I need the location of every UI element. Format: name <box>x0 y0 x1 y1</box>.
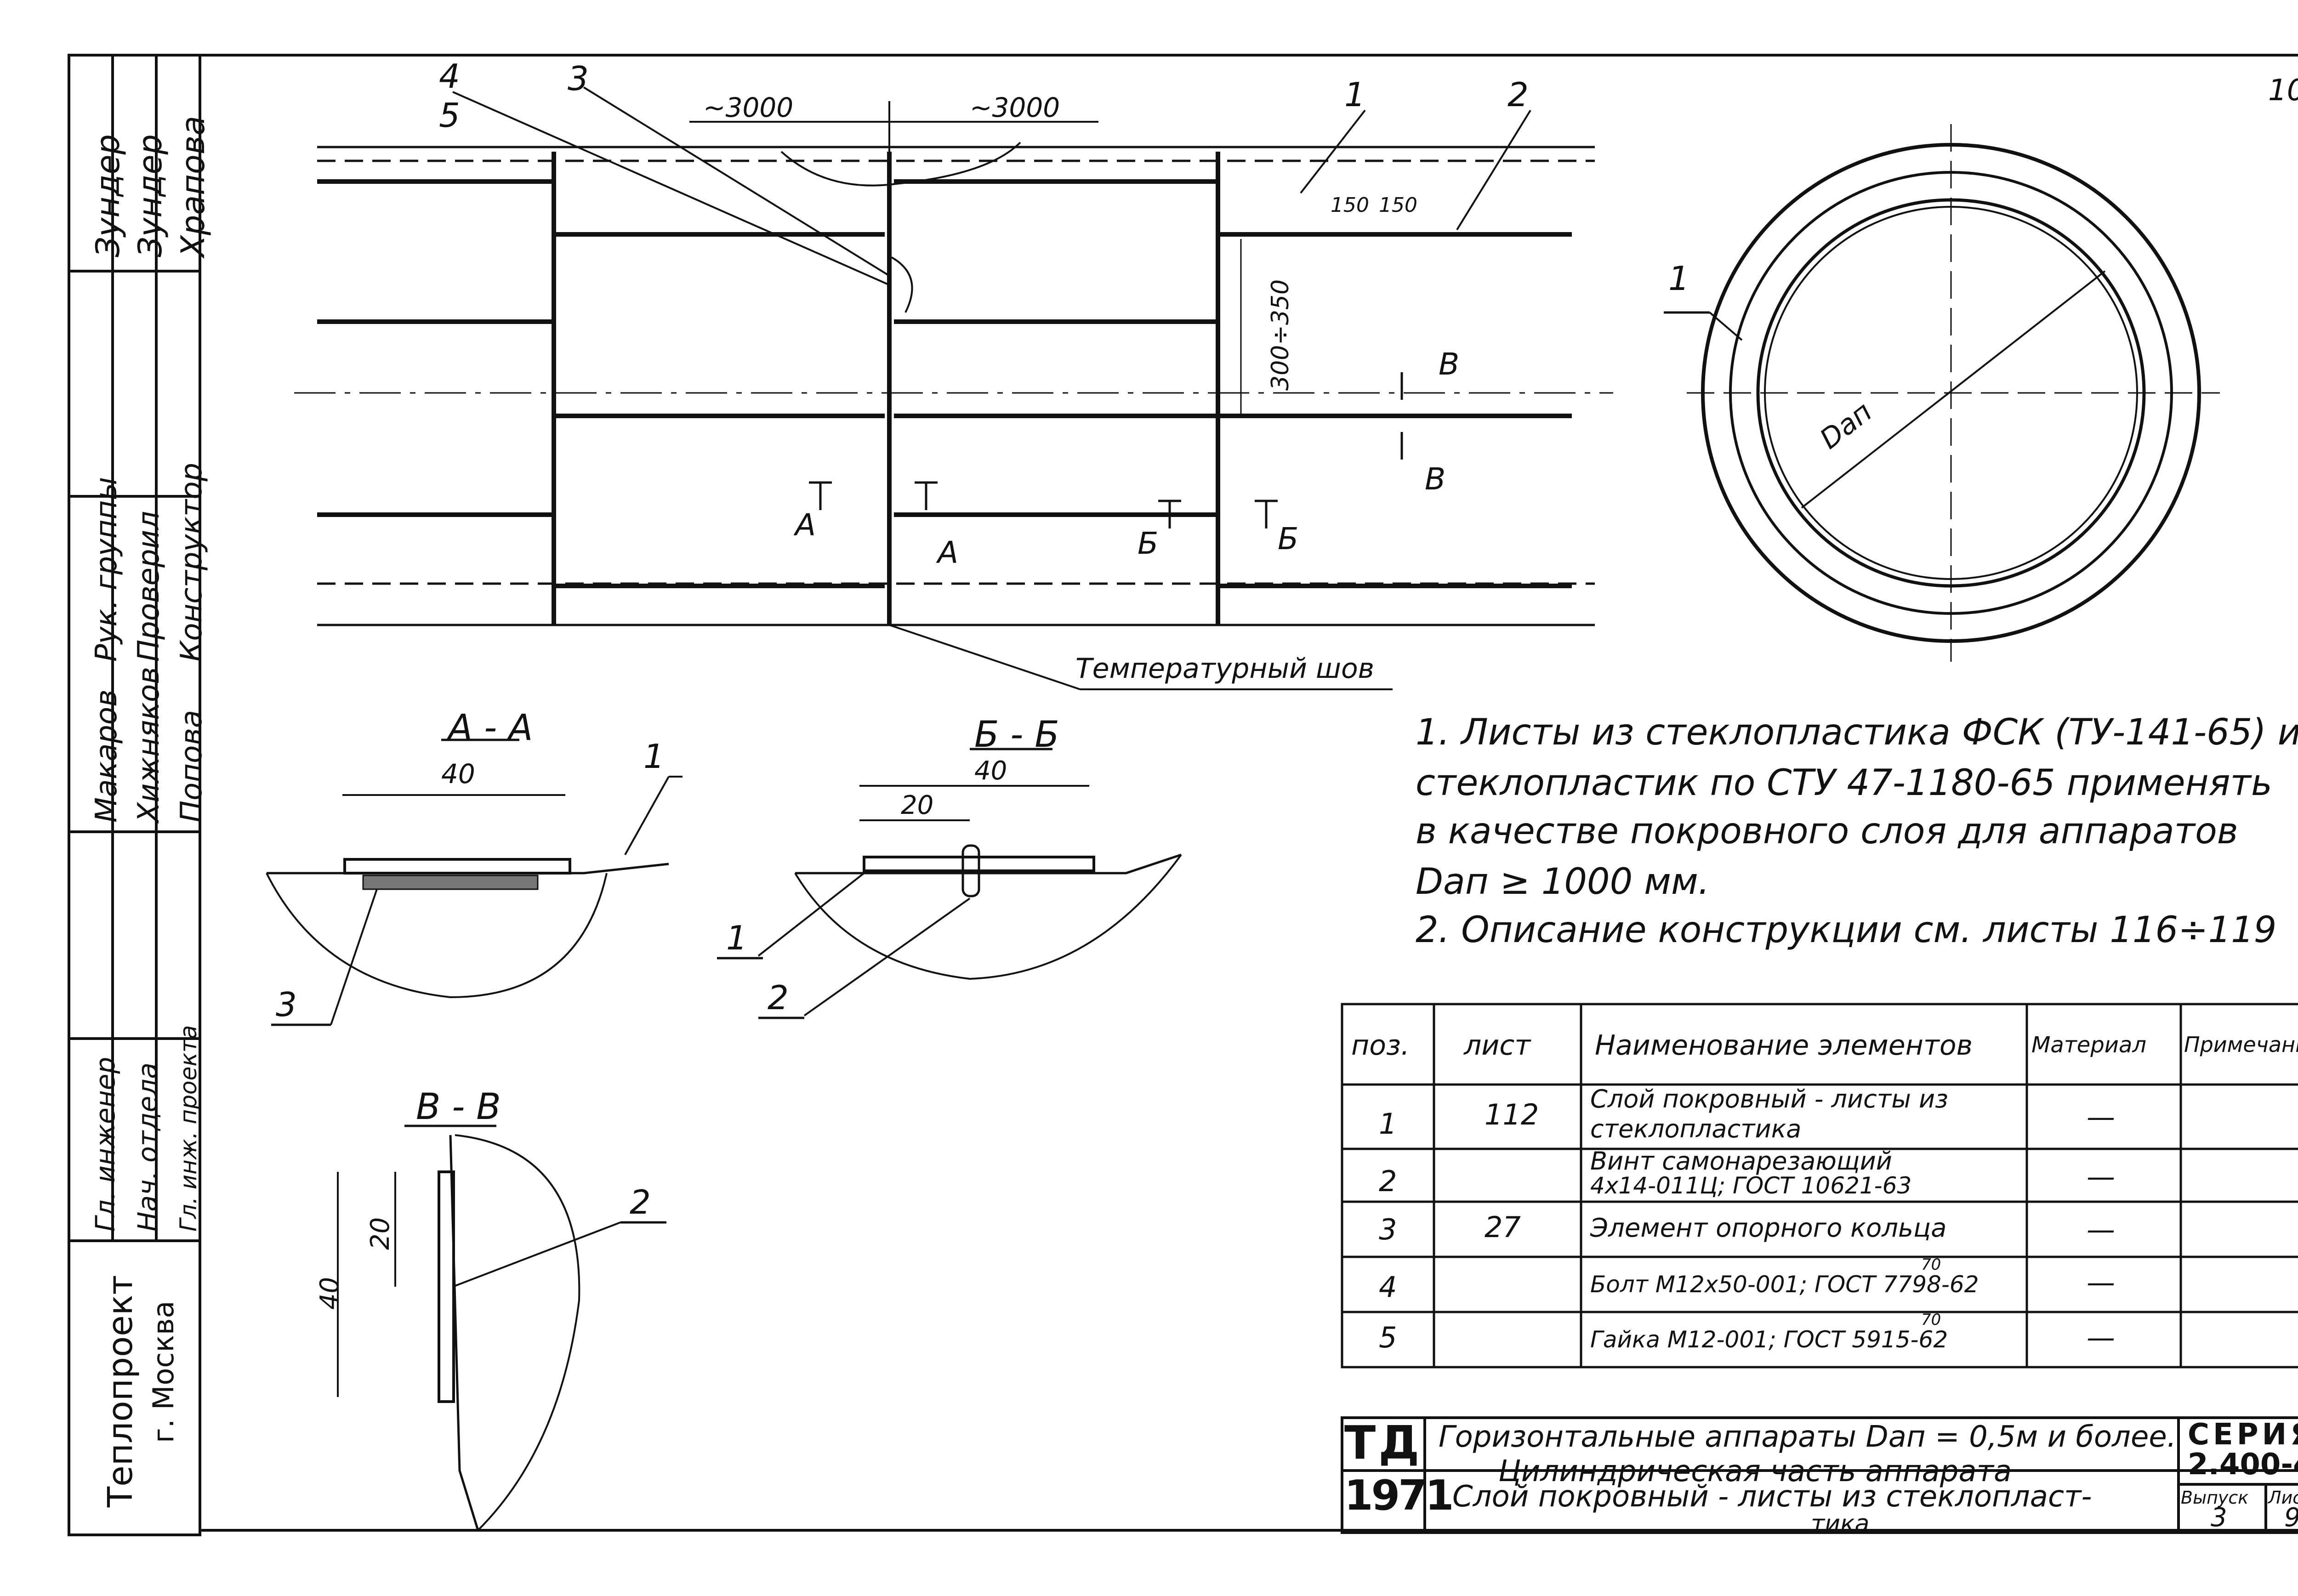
row1-name-a: Слой покровный - листы из <box>1590 1085 1948 1113</box>
series-number: 2.400-4 <box>2188 1448 2298 1482</box>
temperature-seam-label: Температурный шов <box>1075 653 1375 685</box>
dim-pitch-a: 150 <box>1331 193 1369 217</box>
issue-number: 3 <box>2211 1503 2227 1533</box>
section-bb-callout-1: 1 <box>726 919 747 957</box>
dim-left: ~3000 <box>703 92 794 123</box>
stamp-role-designer: Конструктор <box>175 462 209 662</box>
row3-material: — <box>2087 1213 2115 1246</box>
note-line-2: стеклопластик по СТУ 47-1180-65 применят… <box>1416 762 2272 804</box>
sheet-label: Лист <box>2268 1488 2298 1508</box>
dim-vertical: 300÷350 <box>1267 279 1294 391</box>
row5-pos: 5 <box>1379 1321 1397 1354</box>
section-aa-callout-1: 1 <box>643 737 665 776</box>
section-bb-callout-2: 2 <box>768 978 789 1017</box>
callout-1-top: 1 <box>1344 75 1365 114</box>
series-label: СЕРИЯ <box>2188 1418 2298 1452</box>
th-sheet: лист <box>1464 1029 1531 1062</box>
stamp-name-3: Попова <box>175 710 209 823</box>
stamp-name-1: Макаров <box>90 689 124 823</box>
note-line-1: 1. Листы из стеклопластика ФСК (ТУ-141-6… <box>1416 712 2298 753</box>
callout-3-top: 3 <box>568 59 589 98</box>
logo-year: 1971 <box>1344 1471 1454 1520</box>
section-aa-callout-3: 3 <box>276 985 297 1024</box>
stamp-sign-3: Храпова <box>174 115 212 257</box>
note-line-3: в качестве покровного слоя для аппаратов <box>1416 811 2238 852</box>
row4-pos: 4 <box>1379 1270 1397 1304</box>
stamp-role-checked: Проверил <box>132 511 166 662</box>
stamp-role-2: Нач. отдела <box>132 1062 163 1232</box>
th-pos: поз. <box>1351 1029 1410 1062</box>
stamp-role-3: Гл. инж. проекта <box>175 1025 202 1232</box>
org-name: Теплопроект <box>101 1275 140 1507</box>
row2-name-b: 4х14-011Ц; ГОСТ 10621-63 <box>1590 1172 1912 1199</box>
section-aa-dim: 40 <box>441 758 475 789</box>
row1-name-b: стеклопластика <box>1590 1114 1802 1143</box>
section-aa <box>266 738 683 1026</box>
dim-pitch-b: 150 <box>1379 193 1417 217</box>
row3-name: Элемент опорного кольца <box>1590 1213 1947 1243</box>
row2-material: — <box>2087 1160 2115 1193</box>
issue-label: Выпуск <box>2181 1488 2249 1508</box>
cut-a-left: А <box>795 507 816 543</box>
cut-a-right: А <box>938 535 959 570</box>
section-vv <box>337 1125 666 1531</box>
callout-4: 4 <box>439 57 460 96</box>
cut-b-left: Б <box>1138 526 1159 561</box>
section-bb-title: Б - Б <box>974 714 1059 755</box>
elevation-view <box>294 86 1613 690</box>
ring-section <box>1664 124 2220 662</box>
note-line-4: Dап ≥ 1000 мм. <box>1416 861 1710 903</box>
logo-td: ТД <box>1344 1416 1422 1470</box>
section-vv-callout-2: 2 <box>630 1183 651 1221</box>
section-bb-dim-outer: 40 <box>974 756 1007 786</box>
cut-v-bottom: В <box>1425 461 1446 497</box>
section-bb-dim-inner: 20 <box>901 790 934 820</box>
row2-name-a: Винт самонарезающий <box>1590 1147 1892 1176</box>
section-bb <box>717 748 1182 1019</box>
title-block <box>1341 1416 2298 1534</box>
row4-name: Болт М12х50-001; ГОСТ 7798-62 <box>1590 1271 1979 1298</box>
row1-pos: 1 <box>1379 1107 1397 1141</box>
th-name: Наименование элементов <box>1595 1029 1973 1062</box>
row3-sheet: 27 <box>1485 1210 1521 1244</box>
sheet-code: 104 <box>2268 74 2298 108</box>
row3-pos: 3 <box>1379 1213 1397 1246</box>
row1-sheet: 112 <box>1485 1098 1539 1131</box>
section-vv-title: В - В <box>416 1086 501 1128</box>
org-city: г. Москва <box>147 1301 180 1443</box>
cut-b-right: Б <box>1278 521 1299 557</box>
title-line-4: тика <box>1811 1510 1870 1538</box>
sheet-number: 95 <box>2284 1505 2298 1531</box>
row4-sup: 70 <box>1921 1255 1941 1274</box>
row5-material: — <box>2087 1321 2115 1354</box>
title-line-3: Слой покровный - листы из стеклопласт- <box>1452 1480 2092 1514</box>
th-note: Примечание <box>2184 1032 2298 1057</box>
row4-material: — <box>2087 1266 2115 1299</box>
spec-table <box>1341 1003 2298 1369</box>
callout-5: 5 <box>439 96 460 135</box>
stamp-sign-2: Зундер <box>131 134 169 257</box>
callout-2-top: 2 <box>1507 75 1529 114</box>
stamp-role-group-lead: Рук. группы <box>90 477 124 662</box>
row5-sup: 70 <box>1921 1311 1941 1329</box>
title-line-2: Цилиндрическая часть аппарата <box>1498 1454 2012 1488</box>
cut-v-top: В <box>1439 346 1460 382</box>
stamp-name-2: Хижняков <box>132 667 166 823</box>
title-line-1: Горизонтальные аппараты Dап = 0,5м и бол… <box>1439 1420 2177 1454</box>
section-vv-dim-outer: 40 <box>315 1277 345 1310</box>
row5-name: Гайка М12-001; ГОСТ 5915-62 <box>1590 1326 1948 1353</box>
callout-1-ring: 1 <box>1668 259 1689 298</box>
row1-material: — <box>2087 1100 2115 1134</box>
th-material: Материал <box>2031 1032 2147 1058</box>
dim-right: ~3000 <box>970 92 1060 123</box>
stamp-role-1: Гл. инженер <box>90 1056 121 1232</box>
row2-pos: 2 <box>1379 1164 1397 1198</box>
stamp-sign-1: Зундер <box>89 134 127 257</box>
note-line-5: 2. Описание конструкции см. листы 116÷11… <box>1416 909 2277 951</box>
section-aa-title: А - А <box>448 707 533 749</box>
section-vv-dim-inner: 20 <box>365 1217 395 1250</box>
